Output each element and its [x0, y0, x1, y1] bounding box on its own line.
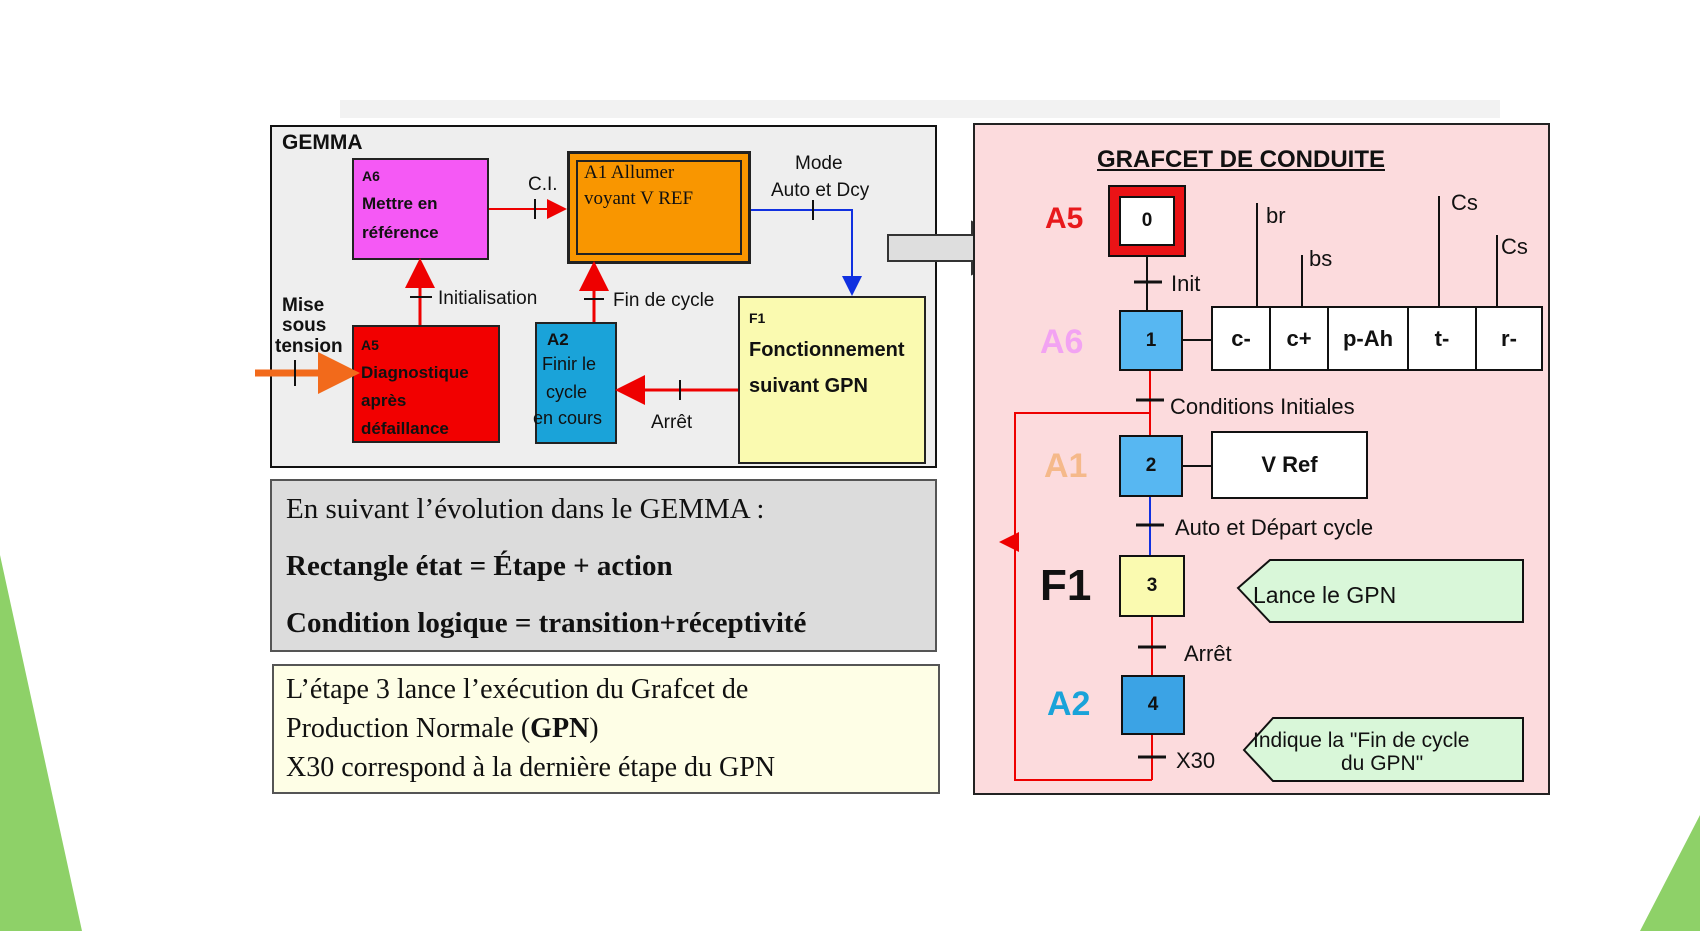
gemma-title: GEMMA: [282, 131, 363, 154]
a5-line1: Diagnostique: [361, 363, 469, 382]
a2-code: A2: [547, 330, 569, 349]
comment-step3-shape: [1236, 559, 1524, 623]
action-r-minus: r-: [1475, 306, 1543, 371]
gpn-note-line-3: X30 correspond à la dernière étape du GP…: [286, 752, 776, 783]
step-0: 0: [1119, 196, 1175, 246]
gpn-note-line-2-post: ): [589, 713, 599, 744]
transition-init: Init: [1171, 271, 1201, 296]
a2-line3: en cours: [533, 408, 603, 428]
step-0-outer: 0: [1108, 185, 1186, 257]
f1-line1: Fonctionnement: [749, 339, 905, 361]
row-label-a2: A2: [1047, 685, 1091, 723]
a6-line1: Mettre en: [362, 194, 438, 213]
label-tension: tension: [275, 336, 343, 357]
action-t-minus: t-: [1407, 306, 1477, 371]
action-v-ref: V Ref: [1211, 431, 1368, 499]
right-green-triangle: [1640, 815, 1700, 931]
action-c-plus: c+: [1269, 306, 1329, 371]
a6-line2: référence: [362, 223, 439, 242]
comment-lance-gpn: Lance le GPN: [1253, 582, 1397, 608]
transition-arret: Arrêt: [1184, 641, 1232, 666]
row-label-a6: A6: [1040, 323, 1084, 361]
label-ci: C.I.: [528, 174, 558, 195]
a6-code: A6: [362, 168, 380, 184]
cond-cs-2: Cs: [1501, 234, 1528, 259]
a5-line3: défaillance: [361, 419, 449, 438]
grafcet-title: GRAFCET DE CONDUITE: [1097, 146, 1385, 173]
label-fin-de-cycle: Fin de cycle: [613, 290, 715, 311]
label-sous: sous: [282, 315, 327, 336]
transition-x30: X30: [1176, 748, 1216, 773]
cond-bs: bs: [1309, 246, 1333, 271]
f1-code: F1: [749, 310, 766, 326]
gemma-box-a1: A1 Allumer voyant V REF: [567, 151, 751, 264]
label-mise: Mise: [282, 295, 325, 316]
comment-fin-cycle-line1: Indique la "Fin de cycle: [1253, 729, 1470, 752]
gpn-note-line-2-bold: GPN: [530, 713, 590, 744]
gemma-box-a5: A5 Diagnostique après défaillance: [352, 325, 500, 443]
gpn-note-line-2: Production Normale (GPN): [286, 713, 599, 745]
return-loop: [999, 532, 1152, 781]
transition-conditions-initiales: Conditions Initiales: [1170, 394, 1355, 419]
gemma-box-a2: A2 Finir le cycle en cours: [533, 322, 617, 444]
summary-line-1: En suivant l’évolution dans le GEMMA :: [286, 493, 765, 525]
cond-br: br: [1266, 203, 1286, 228]
label-mode-2: Auto et Dcy: [771, 180, 870, 201]
label-mode-1: Mode: [795, 153, 843, 174]
f1-line2: suivant GPN: [749, 375, 868, 397]
a2-line2: cycle: [546, 382, 588, 402]
summary-line-3: Condition logique = transition+réceptivi…: [286, 607, 807, 639]
gpn-note-line-2-pre: Production Normale (: [286, 713, 531, 744]
arrow-a1-f1: [751, 209, 862, 296]
row-label-f1: F1: [1040, 561, 1092, 610]
step-1: 1: [1119, 310, 1183, 371]
a5-line2: après: [361, 391, 407, 410]
step-4: 4: [1121, 675, 1185, 735]
action-c-minus: c-: [1211, 306, 1271, 371]
row-label-a1: A1: [1044, 447, 1088, 485]
label-arret: Arrêt: [651, 412, 693, 433]
comment-fin-cycle-line2: du GPN": [1341, 752, 1424, 775]
a2-line1: Finir le: [542, 354, 597, 374]
ghost-title-band: [340, 100, 1500, 118]
summary-line-2: Rectangle état = Étape + action: [286, 550, 673, 582]
summary-box: En suivant l’évolution dans le GEMMA : R…: [270, 479, 937, 652]
gemma-box-a6: A6 Mettre en référence: [352, 158, 489, 260]
row-label-a5: A5: [1045, 202, 1084, 235]
left-green-triangle: [0, 555, 82, 931]
transition-auto-depart-cycle: Auto et Départ cycle: [1175, 515, 1374, 540]
a5-code: A5: [361, 337, 379, 353]
action-p-ah: p-Ah: [1327, 306, 1409, 371]
gpn-note-box: L’étape 3 lance l’exécution du Grafcet d…: [272, 664, 940, 794]
return-loop-top: [1014, 412, 1150, 545]
gpn-note-line-1: L’étape 3 lance l’exécution du Grafcet d…: [286, 674, 749, 705]
a1-line2: voyant V REF: [584, 188, 694, 209]
label-initialisation: Initialisation: [438, 288, 538, 309]
comment-step4-shape: [1242, 717, 1524, 782]
cond-cs-1: Cs: [1451, 190, 1478, 215]
gemma-box-f1: F1 Fonctionnement suivant GPN: [738, 296, 926, 464]
step-3: 3: [1119, 555, 1185, 617]
a1-line1: A1 Allumer: [584, 162, 675, 183]
step-2: 2: [1119, 435, 1183, 497]
